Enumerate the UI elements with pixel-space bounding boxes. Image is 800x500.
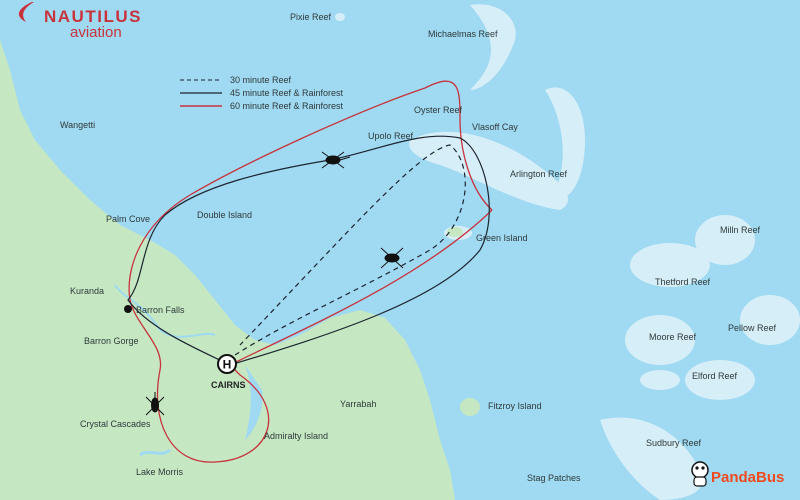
label-vlasoff-cay: Vlasoff Cay (472, 122, 518, 132)
helipad-icon: H (217, 354, 237, 374)
svg-text:H: H (223, 358, 232, 372)
inlet (245, 365, 263, 440)
legend-label-45min: 45 minute Reef & Rainforest (230, 88, 344, 98)
route-45min (127, 135, 490, 366)
label-moore-reef: Moore Reef (649, 332, 697, 342)
label-yarrabah: Yarrabah (340, 399, 376, 409)
label-elford-reef: Elford Reef (692, 371, 738, 381)
label-oyster-reef: Oyster Reef (414, 105, 463, 115)
lake-morris-water (139, 448, 171, 457)
label-crystal-cascades: Crystal Cascades (80, 419, 151, 429)
label-barron-falls: Barron Falls (136, 305, 185, 315)
place-labels: Pixie Reef Michaelmas Reef Oyster Reef V… (60, 12, 777, 483)
label-michaelmas-reef: Michaelmas Reef (428, 29, 498, 39)
route-60min (128, 80, 493, 463)
label-double-island: Double Island (197, 210, 252, 220)
label-cairns: CAIRNS (211, 380, 246, 390)
label-green-island: Green Island (476, 233, 528, 243)
logo-swoosh-icon (18, 2, 34, 22)
barron-falls-marker (124, 305, 132, 313)
pandabus-watermark: PandaBus (691, 461, 784, 487)
helicopter-icon (321, 151, 351, 169)
svg-text:PandaBus: PandaBus (711, 469, 784, 486)
label-pellow-reef: Pellow Reef (728, 323, 777, 333)
helicopter-icon (145, 392, 165, 416)
label-admiralty-island: Admiralty Island (264, 431, 328, 441)
river (114, 284, 216, 338)
label-fitzroy-island: Fitzroy Island (488, 401, 542, 411)
label-wangetti: Wangetti (60, 120, 95, 130)
mainland (0, 40, 455, 500)
label-milln-reef: Milln Reef (720, 225, 761, 235)
label-sudbury-reef: Sudbury Reef (646, 438, 702, 448)
legend: 30 minute Reef 45 minute Reef & Rainfore… (180, 75, 344, 111)
label-upolo-reef: Upolo Reef (368, 131, 414, 141)
label-barron-gorge: Barron Gorge (84, 336, 139, 346)
reefs (335, 4, 800, 500)
svg-text:NAUTILUS: NAUTILUS (44, 7, 142, 26)
label-pixie-reef: Pixie Reef (290, 12, 332, 22)
legend-label-60min: 60 minute Reef & Rainforest (230, 101, 344, 111)
nautilus-aviation-logo: NAUTILUS aviation (18, 2, 142, 41)
label-kuranda: Kuranda (70, 286, 104, 296)
label-arlington-reef: Arlington Reef (510, 169, 568, 179)
helicopter-icon (380, 247, 404, 269)
panda-icon (691, 461, 709, 487)
label-stag-patches: Stag Patches (527, 473, 581, 483)
svg-text:aviation: aviation (70, 24, 122, 41)
label-thetford-reef: Thetford Reef (655, 277, 711, 287)
label-palm-cove: Palm Cove (106, 214, 150, 224)
label-lake-morris: Lake Morris (136, 467, 184, 477)
legend-label-30min: 30 minute Reef (230, 75, 292, 85)
